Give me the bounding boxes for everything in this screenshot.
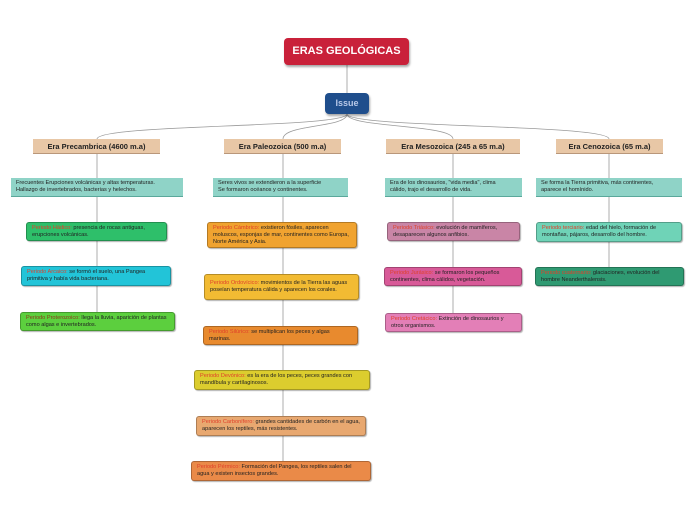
period-name: Periodo Cámbrico:	[213, 224, 260, 231]
issue-node[interactable]: Issue	[325, 93, 369, 114]
period-proterozoico-node[interactable]: Periodo Proterozoico: llega la lluvia, a…	[20, 312, 175, 331]
description-line: Se forma la Tierra primitiva, más contin…	[541, 180, 654, 186]
period-cambrico-node[interactable]: Periodo Cámbrico: existieron fósiles, ap…	[207, 222, 357, 248]
period-text: se formaron los pequeños continentes, cl…	[390, 269, 500, 283]
period-name: Periodo Jurásico:	[390, 269, 434, 276]
period-cretacico-node[interactable]: Periodo Cretácico: Extinción de dinosaur…	[385, 313, 522, 332]
era-mesozoica-description[interactable]: Era de los dinosaurios, "vida media", cl…	[385, 178, 522, 197]
period-triasico-node[interactable]: Periodo Triásico: evolución de mamíferos…	[387, 222, 520, 241]
period-silurico-node[interactable]: Periodo Silúrico: se multiplican los pec…	[203, 326, 358, 345]
period-permico-node[interactable]: Periodo Pérmico: Formación del Pangea, l…	[191, 461, 371, 481]
period-text: es la era de los peces, peces grandes co…	[200, 373, 353, 386]
description-line: aparece el homínido.	[541, 187, 594, 193]
period-hadico-node[interactable]: Periodo Hádico: presencia de rocas antig…	[26, 222, 167, 241]
period-name: Periodo Carbonífero:	[202, 419, 254, 425]
period-text: presencia de rocas antiguas, erupciones …	[32, 224, 145, 238]
period-cuaternario-node[interactable]: Periodo cuaternario: glaciaciones, evolu…	[535, 267, 684, 286]
period-name: Periodo Triásico:	[393, 224, 435, 231]
era-paleozoica-node[interactable]: Era Paleozoica (500 m.a)	[224, 139, 341, 154]
description-line: Era de los dinosaurios, "vida media", cl…	[390, 180, 496, 186]
period-text: se formó el suelo, una Pangea primitiva …	[27, 269, 146, 282]
period-text: se multiplican los peces y algas marinas…	[209, 328, 330, 342]
era-precambrica-node[interactable]: Era Precambrica (4600 m.a)	[33, 139, 160, 154]
description-line: Frecuentes Erupciones volcánicas y altas…	[16, 180, 155, 186]
era-cenozoica-node[interactable]: Era Cenozoica (65 m.a)	[556, 139, 663, 154]
period-text: evolución de mamíferos, desaparecen algu…	[393, 224, 498, 238]
period-carbonifero-node[interactable]: Periodo Carbonífero: grandes cantidades …	[196, 416, 366, 436]
period-name: Periodo Proterozoico:	[26, 314, 80, 321]
map-title[interactable]: ERAS GEOLÓGICAS	[284, 38, 409, 65]
period-name: Periodo Cretácico:	[391, 315, 438, 322]
period-jurasico-node[interactable]: Periodo Jurásico: se formaron los pequeñ…	[384, 267, 522, 286]
era-precambrica-description[interactable]: Frecuentes Erupciones volcánicas y altas…	[11, 178, 183, 197]
era-paleozoica-description[interactable]: Seres vivos se extendieron a la superfic…	[213, 178, 348, 197]
period-text: existieron fósiles, aparecen moluscos, e…	[213, 224, 349, 245]
period-terciario-node[interactable]: Periodo terciario: edad del hielo, forma…	[536, 222, 682, 242]
period-name: Periodo terciario:	[542, 225, 585, 231]
period-text: Extinción de dinosaurios y otros organis…	[391, 315, 504, 329]
era-mesozoica-node[interactable]: Era Mesozoica (245 a 65 m.a)	[386, 139, 520, 154]
period-name: Periodo Silúrico:	[209, 328, 250, 335]
description-line: Se formaron océanos y continentes.	[218, 187, 308, 193]
period-name: Periodo cuaternario:	[541, 269, 592, 276]
description-line: Hallazgo de invertebrados, bacterias y h…	[16, 187, 137, 193]
period-name: Periodo Hádico:	[32, 224, 72, 231]
period-ordovicico-node[interactable]: Periodo Ordovícico: movimientos de la Ti…	[204, 274, 359, 300]
period-name: Periodo Ordovícico:	[210, 280, 260, 286]
period-name: Periodo Arcaico:	[27, 269, 68, 275]
period-text: grandes cantidades de carbón en el agua,…	[202, 419, 360, 432]
period-text: edad del hielo, formación de montañas, p…	[542, 225, 657, 238]
period-text: llega la lluvia, aparición de plantas co…	[26, 314, 167, 328]
period-text: Formación del Pangea, los reptiles salen…	[197, 464, 352, 477]
period-name: Periodo Pérmico:	[197, 464, 240, 470]
period-name: Periodo Devónico:	[200, 373, 246, 379]
period-text: glaciaciones, evolución del hombre Neand…	[541, 269, 660, 283]
era-cenozoica-description[interactable]: Se forma la Tierra primitiva, más contin…	[536, 178, 682, 197]
period-arcaico-node[interactable]: Periodo Arcaico: se formó el suelo, una …	[21, 266, 171, 286]
description-line: cálido, trajo el desarrollo de vida.	[390, 187, 472, 193]
period-text: movimientos de la Tierra las aguas poseí…	[210, 280, 348, 293]
period-devonico-node[interactable]: Periodo Devónico: es la era de los peces…	[194, 370, 370, 390]
description-line: Seres vivos se extendieron a la superfic…	[218, 180, 322, 186]
